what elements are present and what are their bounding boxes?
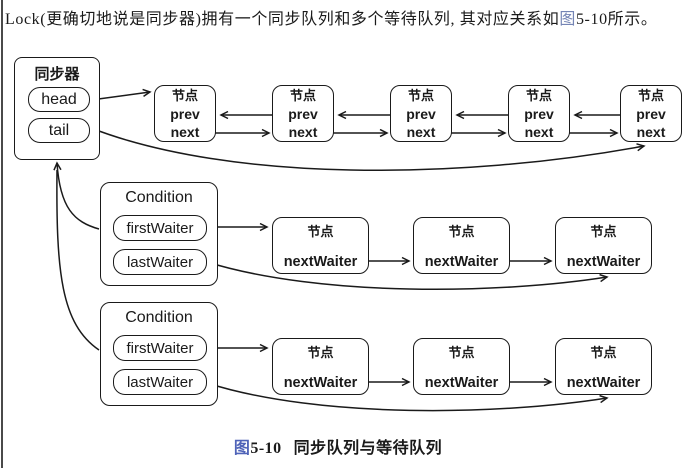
node-next-waiter-field: nextWaiter — [566, 375, 641, 391]
caption-figure-title: 同步队列与等待队列 — [293, 440, 443, 457]
node-next-waiter-field: nextWaiter — [283, 254, 358, 270]
node-title: 节点 — [289, 88, 316, 103]
node-prev-field: prev — [170, 106, 200, 122]
node-next-waiter-field: nextWaiter — [424, 254, 499, 270]
intro-text-before: Lock(更确切地说是同步器)拥有一个同步队列和多个等待队列, 其对应关系如 — [5, 11, 560, 28]
wait1-node-3: 节点 nextWaiter — [555, 217, 652, 274]
first-waiter-field: firstWaiter — [113, 215, 207, 241]
intro-figure-ref: 图 — [559, 11, 576, 28]
node-next-field: next — [406, 124, 436, 140]
last-waiter-label: lastWaiter — [126, 253, 194, 271]
node-prev-field: prev — [288, 106, 318, 122]
node-title: 节点 — [448, 345, 475, 360]
sync-node-3: 节点 prev next — [390, 85, 452, 142]
node-title: 节点 — [407, 88, 434, 103]
last-waiter-field: lastWaiter — [113, 369, 207, 395]
wait1-node-2: 节点 nextWaiter — [413, 217, 510, 274]
intro-paragraph: Lock(更确切地说是同步器)拥有一个同步队列和多个等待队列, 其对应关系如图5… — [5, 5, 695, 29]
node-title: 节点 — [590, 224, 617, 239]
wait1-node-1: 节点 nextWaiter — [272, 217, 369, 274]
conditions-to-synchronizer-arrow — [53, 161, 100, 351]
condition2-waiter-arrows — [206, 343, 609, 412]
node-next-field: next — [636, 124, 666, 140]
wait2-node-2: 节点 nextWaiter — [413, 338, 510, 395]
node-next-waiter-field: nextWaiter — [424, 375, 499, 391]
sync-node-5: 节点 prev next — [620, 85, 682, 142]
node-title: 节点 — [637, 88, 664, 103]
node-next-waiter-field: nextWaiter — [566, 254, 641, 270]
head-label: head — [41, 90, 77, 108]
condition-title: Condition — [125, 189, 193, 206]
wait2-node-1: 节点 nextWaiter — [272, 338, 369, 395]
node-title: 节点 — [525, 88, 552, 103]
node-prev-field: prev — [406, 106, 436, 122]
node-title: 节点 — [307, 345, 334, 360]
tail-field: tail — [28, 118, 90, 143]
last-waiter-label: lastWaiter — [126, 373, 194, 391]
synchronizer-title: 同步器 — [34, 66, 80, 83]
condition-box-2: Condition firstWaiter lastWaiter — [100, 302, 218, 406]
node-title: 节点 — [590, 345, 617, 360]
condition-title: Condition — [125, 309, 193, 326]
caption-figure-ref: 图 — [233, 440, 251, 457]
node-title: 节点 — [171, 88, 198, 103]
figure-caption: 图5-10 同步队列与等待队列 — [0, 434, 676, 458]
tail-label: tail — [48, 121, 70, 139]
node-next-waiter-field: nextWaiter — [283, 375, 358, 391]
sync-node-4: 节点 prev next — [508, 85, 570, 142]
first-waiter-field: firstWaiter — [113, 335, 207, 361]
head-field: head — [28, 87, 90, 112]
sync-node-2: 节点 prev next — [272, 85, 334, 142]
node-next-field: next — [524, 124, 554, 140]
node-title: 节点 — [448, 224, 475, 239]
wait2-node-3: 节点 nextWaiter — [555, 338, 652, 395]
node-title: 节点 — [307, 224, 334, 239]
node-prev-field: prev — [524, 106, 554, 122]
last-waiter-field: lastWaiter — [113, 249, 207, 275]
node-next-field: next — [170, 124, 200, 140]
intro-text-after: 5-10所示。 — [575, 11, 658, 28]
first-waiter-label: firstWaiter — [126, 219, 194, 237]
condition-box-1: Condition firstWaiter lastWaiter — [100, 182, 218, 286]
first-waiter-label: firstWaiter — [126, 339, 194, 357]
page-left-border — [1, 0, 3, 468]
synchronizer-box: 同步器 head tail — [14, 57, 100, 160]
node-next-field: next — [288, 124, 318, 140]
caption-figure-number: 5-10 — [250, 440, 282, 457]
condition1-waiter-arrows — [206, 222, 609, 291]
node-prev-field: prev — [636, 106, 666, 122]
sync-node-1: 节点 prev next — [154, 85, 216, 142]
